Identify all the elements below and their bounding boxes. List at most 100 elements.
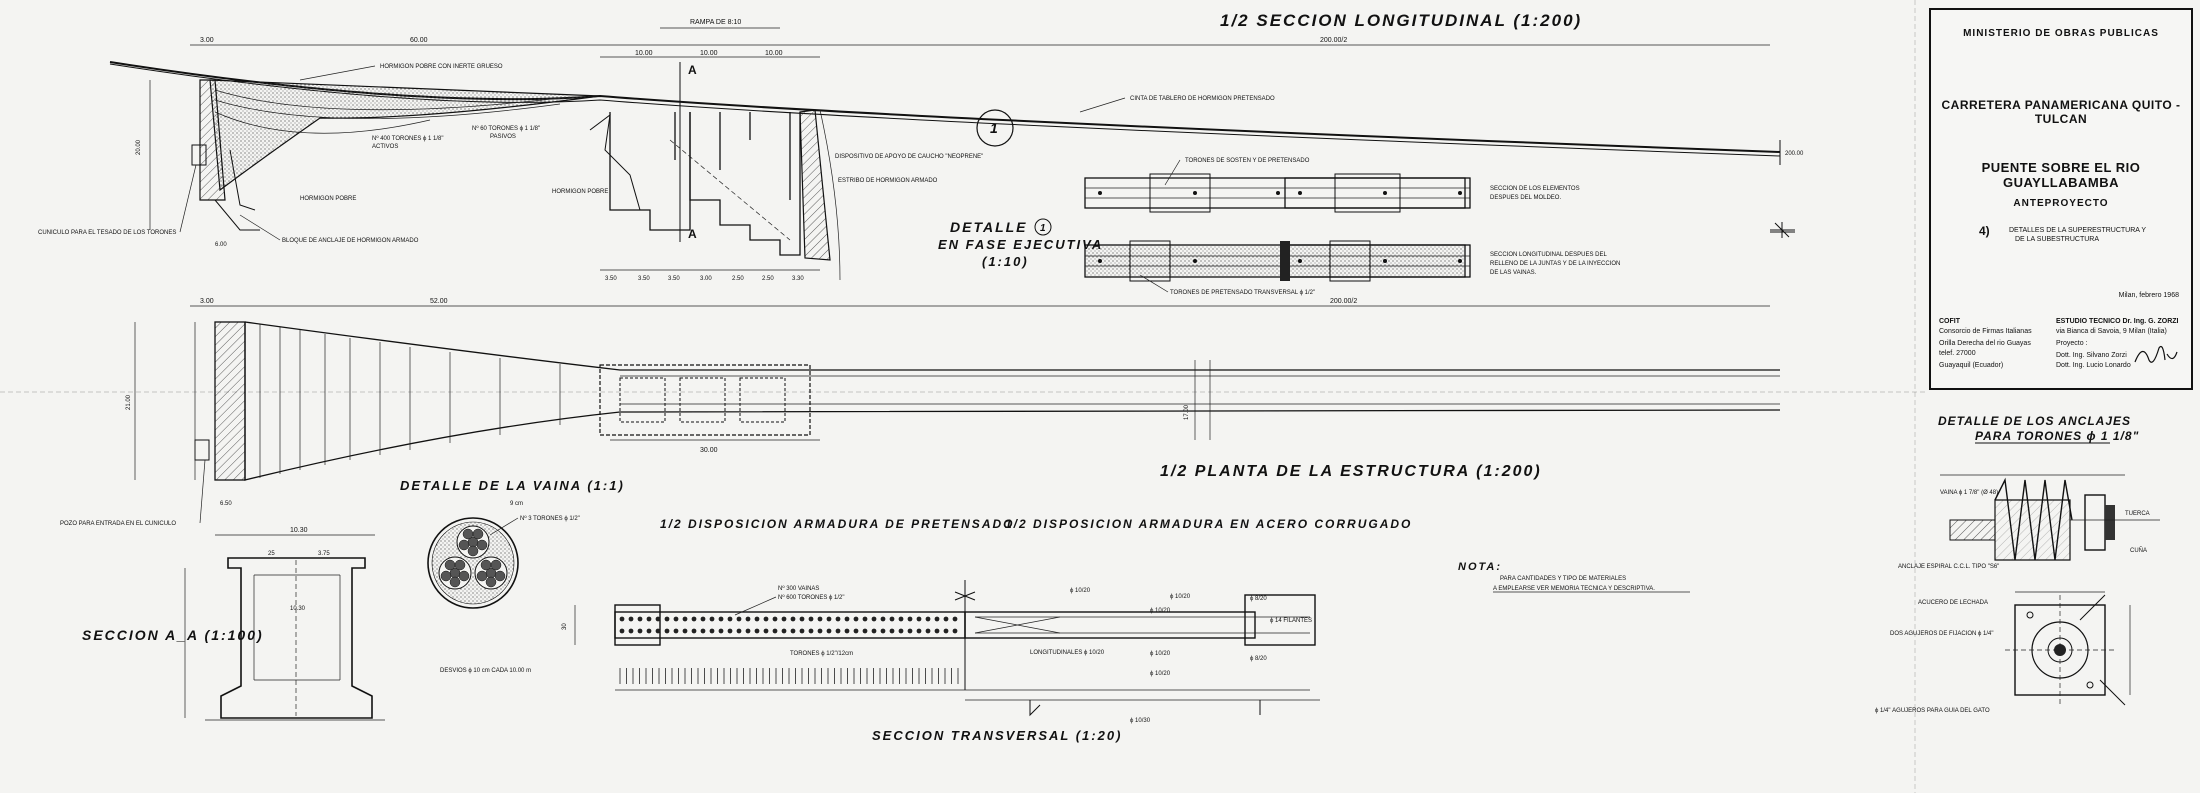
label-hormigon-pobre-2: HORMIGON POBRE	[552, 189, 608, 195]
tendon-dot	[664, 628, 670, 634]
tendon-dot	[619, 616, 625, 622]
label-cuna: CUÑA	[2130, 547, 2147, 554]
note-text-1: PARA CANTIDADES Y TIPO DE MATERIALES	[1500, 576, 1626, 582]
detail-1: DETALLE 1 EN FASE EJECUTIVA (1:10)	[938, 158, 1795, 296]
dim-10c: 10.00	[765, 50, 783, 57]
dim-650: 6.50	[220, 501, 232, 507]
signature-icon	[2134, 345, 2178, 363]
stirrup-ticks	[619, 668, 959, 684]
note-title: NOTA:	[1458, 561, 1502, 573]
detail-marker-1	[976, 109, 1014, 147]
tendon-dot	[952, 616, 958, 622]
tb-sheet-desc-1: DETALLES DE LA SUPERESTRUCTURA Y	[2009, 227, 2147, 234]
tb-date: Milan, febrero 1968	[2118, 292, 2179, 299]
tendon-dot	[790, 628, 796, 634]
tendon-dot	[628, 616, 634, 622]
tendon-dot	[646, 616, 652, 622]
dim-60: 60.00	[410, 37, 428, 44]
anchor-title-a: DETALLE DE LOS ANCLAJES	[1938, 414, 2131, 428]
tendon-dot	[772, 616, 778, 622]
svg-text:3.00: 3.00	[700, 276, 712, 282]
tendon-dot	[826, 616, 832, 622]
svg-text:25: 25	[268, 551, 275, 557]
label-pozo: POZO PARA ENTRADA EN EL CUNICULO	[60, 521, 176, 527]
tendon-dot	[781, 616, 787, 622]
label-agujeros: DOS AGUJEROS DE FIJACION ϕ 1/4"	[1890, 631, 1994, 637]
svg-text:3.75: 3.75	[318, 551, 330, 557]
tendon-dot	[889, 628, 895, 634]
tendon-dot	[880, 628, 886, 634]
tendon-dot	[844, 616, 850, 622]
tendon-dot	[898, 616, 904, 622]
dim-52: 52.00	[430, 298, 448, 305]
svg-text:2.50: 2.50	[762, 276, 774, 282]
detail1-title-marker: 1	[1040, 223, 1046, 234]
anchor-detail: DETALLE DE LOS ANCLAJES PARA TORONES ϕ 1…	[1875, 414, 2160, 714]
svg-text:3.30: 3.30	[792, 276, 804, 282]
tendon-dot	[952, 628, 958, 634]
dim-1030: 10.30	[290, 527, 308, 534]
label-longitudinales: LONGITUDINALES ϕ 10/20	[1030, 650, 1105, 656]
tendon-dot	[799, 616, 805, 622]
tb-cofit-2: Consorcio de Firmas Italianas	[1939, 328, 2032, 335]
tendon-dot	[646, 628, 652, 634]
label-hormigon-inerte: HORMIGON POBRE CON INERTE GRUESO	[380, 64, 503, 70]
tendon-dot	[799, 628, 805, 634]
label-torones-60: Nº 60 TORONES ϕ 1 1/8"	[472, 125, 540, 132]
transverse-section: 1/2 DISPOSICION ARMADURA DE PRETENSADO 1…	[440, 517, 1410, 743]
dim-200-plan: 200.00/2	[1330, 298, 1357, 305]
svg-text:ϕ 10/20: ϕ 10/20	[1150, 608, 1171, 614]
label-apoyo: DISPOSITIVO DE APOYO DE CAUCHO "NEOPRENE…	[835, 154, 983, 160]
label-bloque: BLOQUE DE ANCLAJE DE HORMIGON ARMADO	[282, 238, 419, 244]
tb-bridge: PUENTE SOBRE EL RIO GUAYLLABAMBA	[1981, 160, 2141, 190]
tb-cofit-4: telef. 27000	[1939, 350, 1976, 357]
plan-title: 1/2 PLANTA DE LA ESTRUCTURA (1:200)	[1160, 463, 1542, 480]
tendon-dot	[718, 628, 724, 634]
tendon-dot	[736, 616, 742, 622]
svg-text:ϕ 10/30: ϕ 10/30	[1130, 718, 1151, 724]
anchor-title-b: PARA TORONES ϕ 1 1/8"	[1975, 429, 2139, 443]
tendon-dot	[700, 616, 706, 622]
tendon-dot	[619, 628, 625, 634]
label-agujeros-gato: ϕ 1/4" AGUJEROS PARA GUIA DEL GATO	[1875, 708, 1990, 714]
label-600-torones: Nº 600 TORONES ϕ 1/2"	[778, 594, 845, 601]
tendon-dot	[862, 628, 868, 634]
tendon-dot	[709, 616, 715, 622]
tendon-dot	[691, 628, 697, 634]
tendon-dot	[700, 628, 706, 634]
tendon-dot	[628, 628, 634, 634]
tb-cofit-3: Orilla Derecha del rio Guayas	[1939, 340, 2031, 347]
tendon-dot	[817, 616, 823, 622]
tendon-dot	[754, 628, 760, 634]
detail-marker-number: 1	[990, 120, 998, 136]
tb-studio-4: Dott. Ing. Silvano Zorzi	[2056, 352, 2127, 359]
tendon-dot	[682, 616, 688, 622]
label-hormigon-pobre: HORMIGON POBRE	[300, 196, 356, 202]
tendon-dot	[637, 616, 643, 622]
tendon-dot	[853, 628, 859, 634]
detail1-title-a: DETALLE	[950, 219, 1028, 235]
tendon-dot	[871, 616, 877, 622]
label-300-vainas: Nº 300 VAINAS	[778, 585, 819, 592]
tendon-dot	[916, 628, 922, 634]
tendon-dot	[709, 628, 715, 634]
tendon-dot	[772, 628, 778, 634]
label-cinta: CINTA DE TABLERO DE HORMIGON PRETENSADO	[1130, 96, 1275, 102]
tendon-dot	[745, 616, 751, 622]
label-torones-400: Nº 400 TORONES ϕ 1 1/8"	[372, 135, 444, 142]
tendon-dot	[637, 628, 643, 634]
tendon-dot	[889, 616, 895, 622]
label-seccion-elementos-1: SECCION DE LOS ELEMENTOS	[1490, 186, 1580, 192]
tendon-dot	[790, 616, 796, 622]
stepped-abutment	[589, 109, 841, 281]
label-torones-cada: TORONES ϕ 1/2"/12cm	[790, 651, 853, 657]
dim-left-20: 20.00	[136, 139, 142, 155]
label-tuerca: TUERCA	[2125, 511, 2150, 517]
cut-a-bottom: A	[688, 227, 697, 241]
label-9cm: 9 cm	[510, 501, 523, 507]
tendon-dot	[916, 616, 922, 622]
tendon-dot	[673, 616, 679, 622]
dim-30-plan: 30.00	[700, 447, 718, 454]
label-torones-transv: TORONES DE PRETENSADO TRANSVERSAL ϕ 1/2"	[1170, 290, 1315, 296]
